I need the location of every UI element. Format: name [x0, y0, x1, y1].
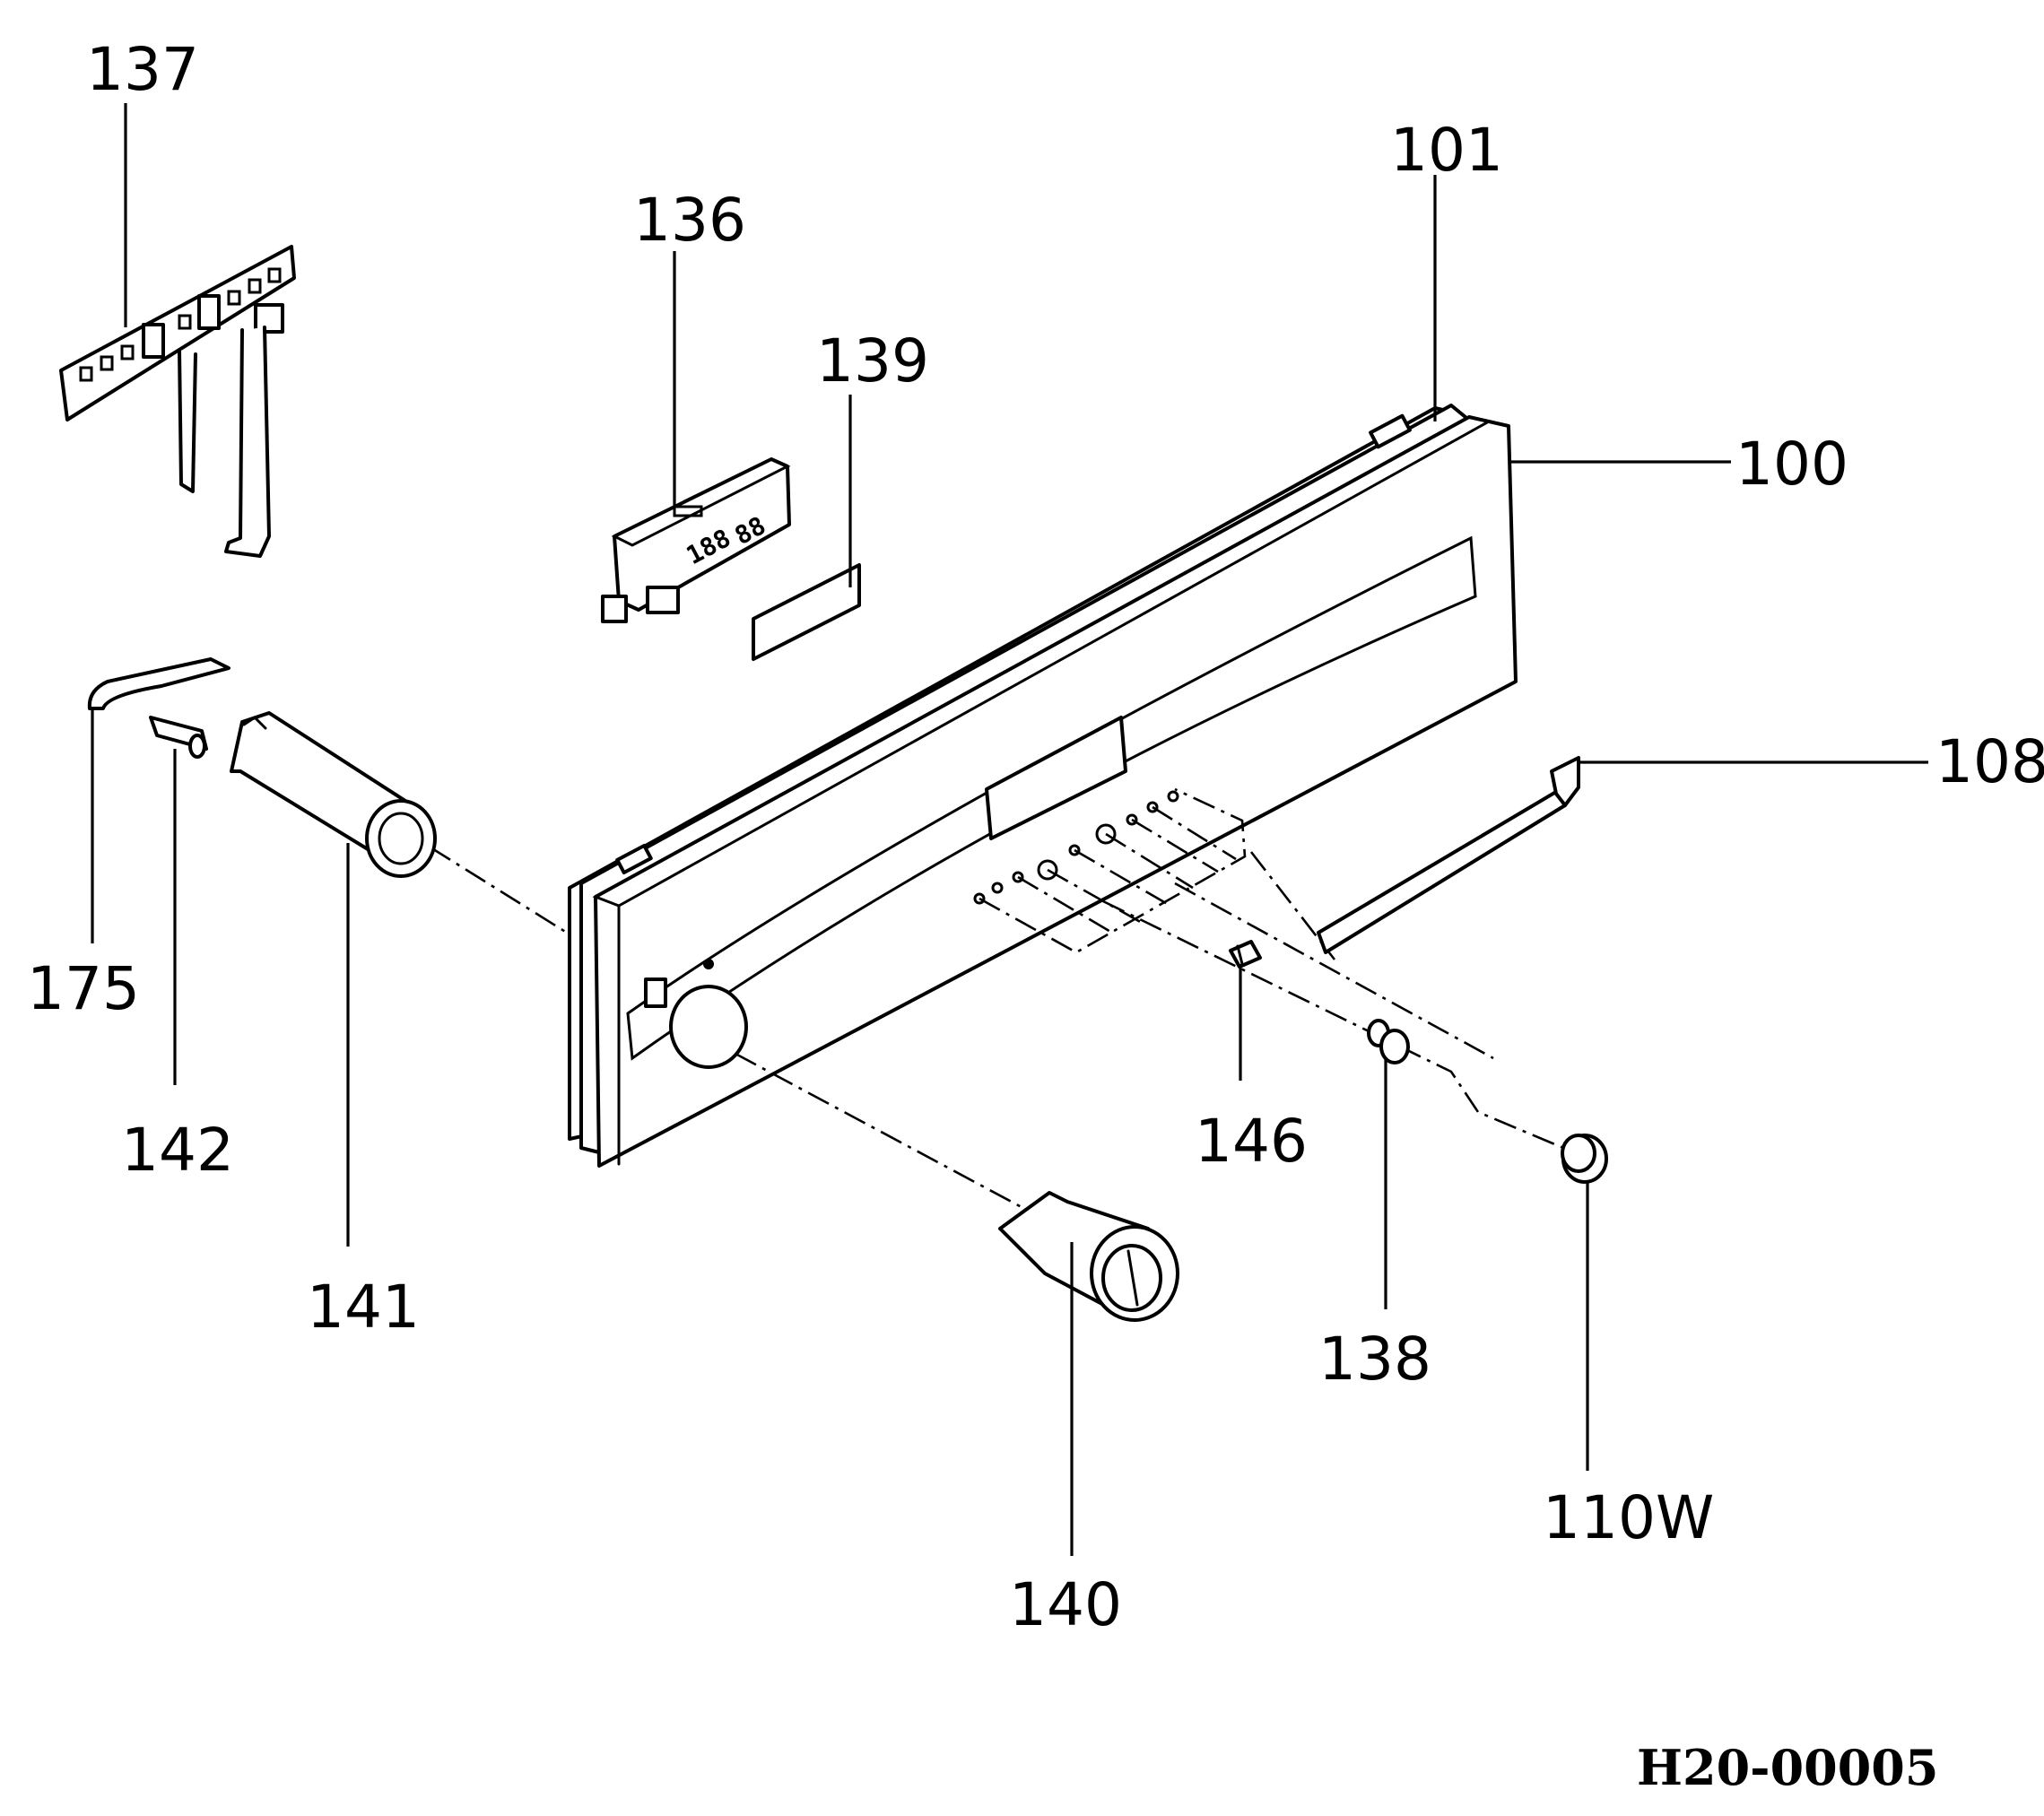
panel-display-cutout [985, 716, 1127, 840]
label-110W: 110W [1543, 1483, 1714, 1552]
tube-part-141 [230, 711, 437, 878]
label-141: 141 [307, 1273, 420, 1342]
switch-board-plate [59, 245, 296, 421]
label-136: 136 [633, 186, 746, 255]
timer-module-part-136: 188 88 [601, 457, 791, 623]
drawing-code: H20-00005 [1637, 1739, 1938, 1796]
panel-switch [644, 978, 667, 1008]
switch-board-part-137 [59, 245, 296, 558]
panel-top-clip [1369, 413, 1412, 449]
button-cap-part-110W [1561, 1134, 1608, 1184]
label-146: 146 [1195, 1107, 1308, 1176]
knob-part-140 [998, 1191, 1179, 1322]
wire-part-175 [87, 657, 230, 710]
panel-button-holes [973, 790, 1179, 905]
leader-lines [91, 103, 1928, 1556]
label-140: 140 [1009, 1570, 1122, 1639]
panel-knob-opening [669, 985, 748, 1069]
knob-grip-line [1126, 1249, 1139, 1307]
label-137: 137 [86, 35, 199, 104]
panel-window-strip [626, 535, 1477, 1061]
panel-top-edge [592, 415, 1493, 908]
knob-alignment-line [735, 1052, 1046, 1221]
label-138: 138 [1318, 1325, 1431, 1394]
bracket-tab [1550, 756, 1580, 807]
label-plate-part-139 [752, 563, 861, 661]
label-139: 139 [816, 326, 929, 395]
lens-part-138 [1367, 1019, 1410, 1064]
button-projection-outline [979, 787, 1247, 954]
alignment-lines [430, 787, 1575, 1221]
label-100: 100 [1735, 430, 1848, 499]
bracket-part-108 [1317, 756, 1580, 954]
panel-left-clip [615, 843, 653, 875]
switch-board-cable-short [178, 348, 197, 493]
label-108: 108 [1935, 727, 2044, 796]
label-175: 175 [27, 954, 140, 1023]
bracket-rail [1317, 787, 1567, 954]
panel-indicator-dot [703, 959, 714, 969]
tube-opening-inner [378, 812, 424, 865]
part-labels: 137 136 139 101 100 108 175 142 141 140 … [27, 35, 2044, 1639]
label-142: 142 [121, 1116, 234, 1185]
pin-part-146 [1229, 940, 1262, 969]
label-101: 101 [1390, 116, 1503, 185]
tube-opening-outer [365, 799, 437, 878]
control-panel-part-100 [568, 404, 1518, 1168]
lamp-holder-part-142 [149, 716, 208, 759]
switch-board-cable-long [224, 326, 271, 558]
tube-alignment-line [430, 846, 568, 934]
